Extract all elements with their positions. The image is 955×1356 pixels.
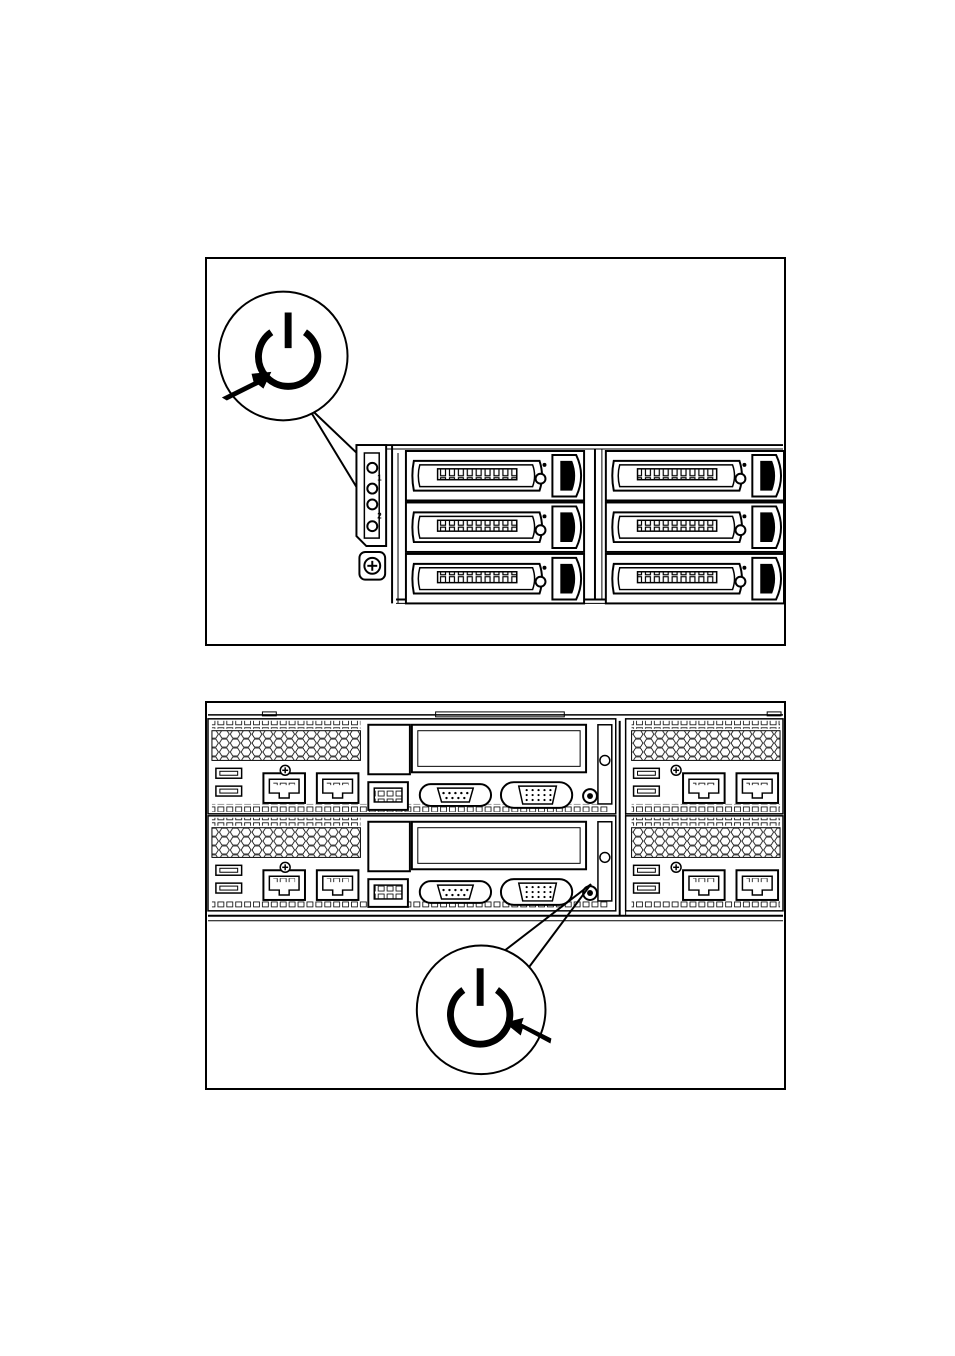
drive-bay-icon[interactable] — [606, 502, 784, 551]
ethernet-port-icon[interactable] — [683, 870, 725, 900]
front-panel-figure: 1 2 — [205, 257, 786, 646]
drive-led-icon — [536, 474, 546, 484]
power-button-icon[interactable] — [367, 500, 377, 510]
ethernet-port-icon[interactable] — [683, 773, 725, 803]
drive-bay-icon[interactable] — [406, 554, 584, 603]
screw-icon — [600, 755, 610, 765]
serial-port-icon[interactable] — [420, 881, 491, 903]
rear-panel-drawing — [207, 703, 784, 1088]
ethernet-port-icon[interactable] — [263, 773, 305, 803]
node-1-label: 1 — [377, 474, 382, 483]
vent-grille — [212, 731, 360, 761]
rear-panel-figure — [205, 701, 786, 1090]
vent-grille — [632, 828, 780, 858]
usb-port-icon[interactable] — [367, 484, 377, 494]
front-panel-drawing: 1 2 — [207, 259, 784, 644]
compute-sled — [208, 719, 783, 814]
node-2-label: 2 — [377, 511, 382, 520]
vga-port-icon[interactable] — [501, 782, 572, 808]
vga-port-icon[interactable] — [501, 879, 572, 905]
compute-sleds — [208, 719, 783, 911]
ethernet-port-icon[interactable] — [736, 773, 778, 803]
ethernet-port-icon[interactable] — [736, 870, 778, 900]
ethernet-port-icon[interactable] — [317, 870, 359, 900]
vent-grille — [212, 828, 360, 858]
drive-bay-icon[interactable] — [406, 451, 584, 500]
drive-led-icon — [536, 577, 546, 587]
drive-led-icon — [736, 577, 746, 587]
serial-port-icon[interactable] — [420, 784, 491, 806]
drive-bay-icon[interactable] — [406, 502, 584, 551]
ethernet-port-icon[interactable] — [263, 870, 305, 900]
vent-grille — [632, 731, 780, 761]
usb-port-icon[interactable] — [367, 521, 377, 531]
power-callout — [219, 292, 348, 421]
drive-bay-icon[interactable] — [606, 554, 784, 603]
ethernet-port-icon[interactable] — [368, 782, 408, 810]
drive-led-icon — [736, 525, 746, 535]
screw-icon — [600, 852, 610, 862]
compute-sled — [208, 816, 783, 911]
ethernet-port-icon[interactable] — [368, 879, 408, 907]
power-button-icon[interactable] — [367, 463, 377, 473]
drive-led-icon — [736, 474, 746, 484]
drive-bay-icon[interactable] — [606, 451, 784, 500]
drive-led-icon — [536, 525, 546, 535]
ethernet-port-icon[interactable] — [317, 773, 359, 803]
